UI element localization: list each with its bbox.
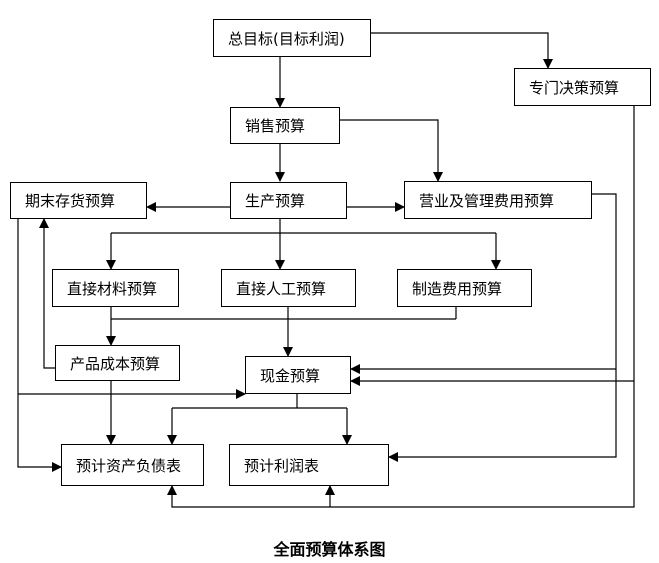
node-label: 预计利润表 [244,456,320,475]
node-label: 期末存货预算 [25,192,116,210]
node-operating-mgmt: 营业及管理费用预算 [404,181,592,219]
node-direct-labor: 直接人工预算 [221,269,356,307]
node-label: 总目标(目标利润) [228,29,345,48]
node-sales: 销售预算 [230,107,340,144]
node-product-cost: 产品成本预算 [55,345,180,381]
node-special-decision: 专门决策预算 [514,68,651,106]
node-manufacturing-overhead: 制造费用预算 [397,269,532,307]
node-label: 制造费用预算 [412,279,503,298]
node-cash: 现金预算 [245,356,351,394]
diagram-caption: 全面预算体系图 [273,540,386,559]
edge-sales-to-operating [340,119,443,182]
edge-total-to-special [371,32,553,69]
node-direct-material: 直接材料预算 [52,269,179,307]
node-label: 专门决策预算 [529,78,620,97]
edge-product-cost-to-inventory [39,218,55,369]
node-income-statement: 预计利润表 [229,444,389,486]
node-label: 生产预算 [245,192,306,210]
node-label: 预计资产负债表 [76,456,182,475]
node-label: 营业及管理费用预算 [419,191,555,210]
node-production: 生产预算 [230,182,347,219]
node-total-goal: 总目标(目标利润) [213,19,371,57]
node-label: 直接材料预算 [67,279,158,298]
edge-special-to-statements [167,106,635,508]
edge-operating-to-income [388,193,617,462]
node-label: 销售预算 [245,117,306,135]
edge-inventory-to-balance [17,219,62,472]
node-ending-inventory: 期末存货预算 [10,182,147,219]
node-balance-sheet: 预计资产负债表 [61,444,204,486]
node-label: 现金预算 [260,366,321,385]
node-label: 直接人工预算 [236,279,327,298]
node-label: 产品成本预算 [70,354,161,373]
